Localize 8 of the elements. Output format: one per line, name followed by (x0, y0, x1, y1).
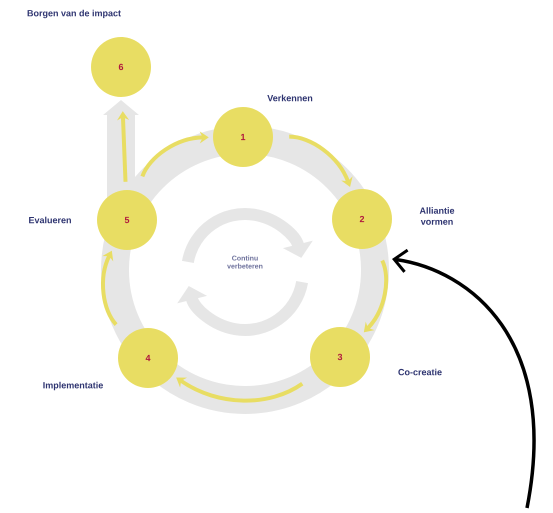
step-label: Evalueren (29, 216, 71, 224)
step-label: Borgen van de impact (28, 10, 121, 18)
arrow (364, 260, 388, 332)
step-label: Co-creatie (398, 368, 442, 376)
step-label: Implementatie (43, 382, 103, 390)
step-label: Alliantie vormen (420, 207, 454, 225)
arrow (392, 248, 536, 508)
step-label: Verkennen (267, 94, 312, 102)
